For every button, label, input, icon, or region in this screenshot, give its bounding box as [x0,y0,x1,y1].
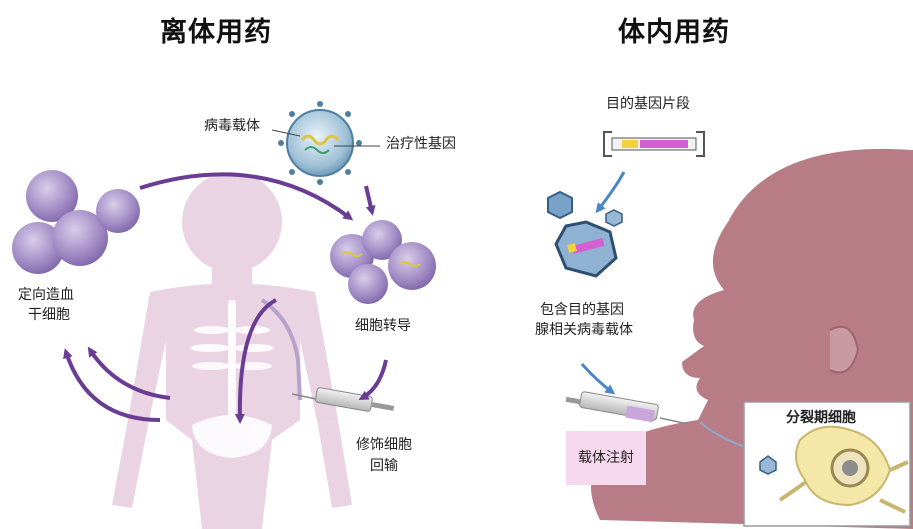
stem-cell-label-line1: 定向造血 [18,287,74,305]
dividing-cells-label: 分裂期细胞 [786,410,856,428]
aav-label-line2: 腺相关病毒载体 [535,322,633,340]
viral-vector-label: 病毒载体 [204,118,260,136]
syringe-icon [566,391,688,424]
aav-vector-icon [548,192,622,276]
gene-fragment-icon [604,132,704,156]
stem-cell-group [12,170,140,274]
injection-label: 载体注射 [578,450,634,468]
aav-label-line1: 包含目的基因 [540,302,624,320]
in-vivo-title: 体内用药 [618,16,730,50]
transduction-label: 细胞转导 [355,318,411,336]
transduced-cell-group [330,220,436,304]
viral-vector-icon [278,101,362,185]
ex-vivo-title: 离体用药 [160,16,272,50]
syringe-icon [292,387,394,411]
stem-cell-label-line2: 干细胞 [28,307,70,325]
gene-fragment-label: 目的基因片段 [606,96,690,114]
therapeutic-gene-label: 治疗性基因 [386,136,456,154]
reinfusion-label-line2: 回输 [370,458,398,476]
reinfusion-label-line1: 修饰细胞 [356,437,412,455]
